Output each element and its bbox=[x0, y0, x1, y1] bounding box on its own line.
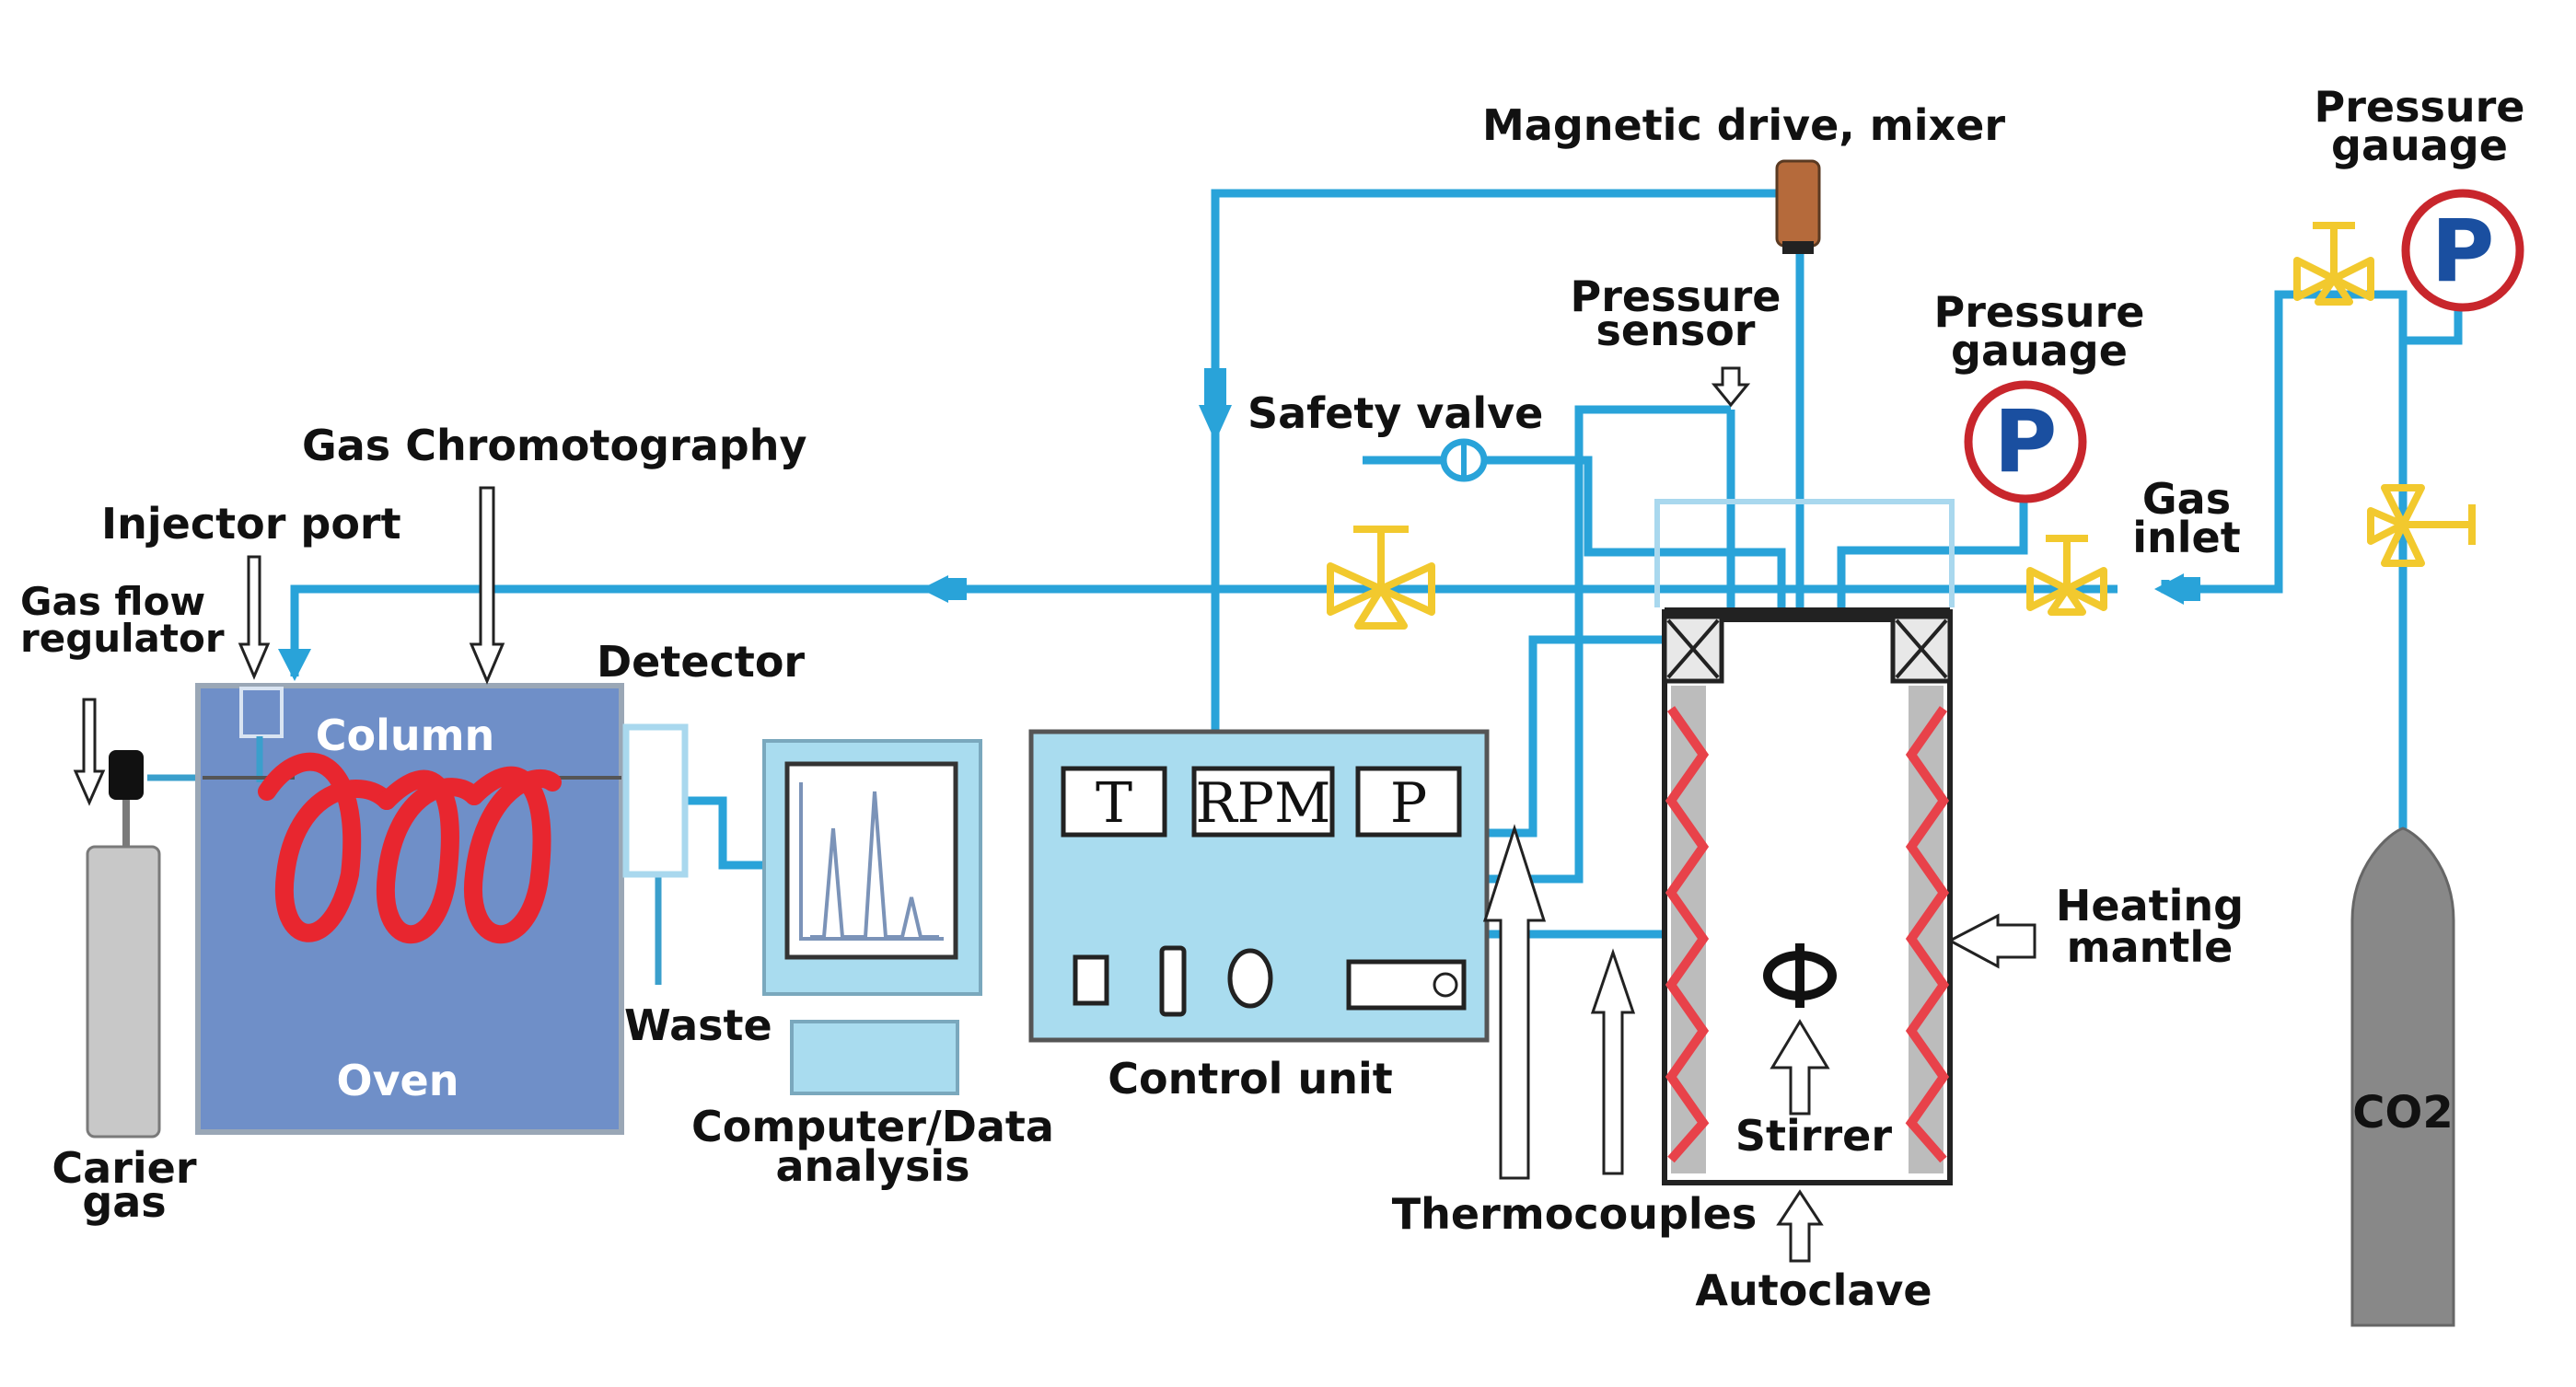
gas-flow-regulator-label-1: Gas flow bbox=[20, 579, 205, 624]
autoclave bbox=[1662, 607, 1953, 1185]
control-slot bbox=[1346, 959, 1467, 1011]
pressure-gauge-right-label-2: gauage bbox=[2331, 121, 2508, 170]
pipe-detector-computer bbox=[686, 796, 764, 870]
heating-mantle-label-1: Heating bbox=[2056, 881, 2244, 930]
safety-valve-label: Safety valve bbox=[1247, 388, 1543, 438]
computer-label-2: analysis bbox=[775, 1141, 969, 1191]
thermocouples-label: Thermocouples bbox=[1392, 1189, 1757, 1239]
valve-icon-co2 bbox=[2367, 484, 2476, 567]
pressure-gauge-icon-right: P bbox=[2401, 189, 2524, 312]
display-rpm bbox=[1191, 766, 1335, 838]
detector bbox=[622, 723, 689, 878]
stirrer-icon bbox=[1763, 943, 1837, 1008]
valve-icon-gas-inlet bbox=[2026, 535, 2107, 616]
column-coil-icon bbox=[258, 752, 562, 944]
heating-mantle-label-2: mantle bbox=[2067, 922, 2234, 972]
pipe-magnetic-drive-control bbox=[1211, 189, 1791, 732]
control-unit-label: Control unit bbox=[1108, 1054, 1392, 1104]
gauge-mid-symbol: P bbox=[1994, 392, 2058, 492]
pressure-gauge-right-label-1: Pressure bbox=[2315, 82, 2525, 132]
computer-label-1: Computer/Data bbox=[691, 1102, 1054, 1151]
display-t bbox=[1061, 766, 1167, 838]
display-p-label: P bbox=[1390, 771, 1427, 836]
pressure-gauge-mid-label-2: gauage bbox=[1951, 326, 2128, 376]
display-p bbox=[1355, 766, 1462, 838]
magnetic-drive bbox=[1775, 159, 1821, 254]
heating-mantle-right bbox=[1905, 686, 1950, 1173]
autoclave-bolt-left bbox=[1662, 614, 1724, 684]
computer bbox=[762, 739, 982, 1095]
pointer-arrows bbox=[73, 366, 2036, 1263]
carrier-gas-label-1: Carier bbox=[52, 1143, 196, 1193]
control-button-2 bbox=[1159, 945, 1187, 1017]
display-t-label: T bbox=[1096, 771, 1132, 836]
gas-inlet-label-2: inlet bbox=[2132, 513, 2240, 562]
gc-oven: Column Oven bbox=[195, 683, 624, 1135]
control-button-1 bbox=[1073, 954, 1109, 1006]
gauge-right-symbol: P bbox=[2431, 202, 2495, 302]
injector-port-label: Injector port bbox=[101, 499, 401, 549]
gas-cylinder-icon-carrier bbox=[86, 750, 161, 1138]
pressure-gauge-icon-mid: P bbox=[1964, 380, 2087, 503]
waste-label: Waste bbox=[624, 1000, 772, 1050]
flow-arrow-gc bbox=[921, 575, 948, 603]
flow-arrow-gc-inlet bbox=[278, 649, 311, 681]
display-rpm-label: RPM bbox=[1196, 771, 1331, 836]
control-unit: T RPM P bbox=[1028, 729, 1490, 1043]
stirrer-label: Stirrer bbox=[1735, 1111, 1892, 1161]
control-knob bbox=[1227, 948, 1273, 1009]
flow-arrow-control bbox=[1199, 405, 1232, 442]
pipe-safety-valve bbox=[1363, 456, 1786, 644]
pressure-sensor-label-2: sensor bbox=[1596, 306, 1756, 355]
safety-valve-icon bbox=[1440, 438, 1488, 482]
autoclave-lid bbox=[1665, 607, 1950, 622]
co2-label: CO2 bbox=[2352, 1087, 2453, 1138]
flow-arrow-gas-inlet bbox=[2154, 573, 2184, 605]
flow-arrow-gas-inlet-tail bbox=[2182, 577, 2200, 601]
gas-chromatography-label: Gas Chromotography bbox=[302, 421, 806, 470]
gas-inlet-label-1: Gas bbox=[2142, 474, 2231, 524]
magnetic-drive-label: Magnetic drive, mixer bbox=[1482, 100, 2005, 150]
pipe-co2-supply bbox=[2173, 290, 2408, 828]
flow-arrow-control-tail bbox=[1204, 368, 1226, 407]
pressure-sensor-label-1: Pressure bbox=[1571, 272, 1781, 321]
oven-label: Oven bbox=[336, 1056, 458, 1105]
autoclave-label: Autoclave bbox=[1695, 1266, 1932, 1315]
chromatogram-plot bbox=[799, 782, 944, 941]
valve-icon-main bbox=[1327, 526, 1435, 630]
pipe-gauge-mid bbox=[1837, 497, 2028, 663]
autoclave-bolt-right bbox=[1890, 614, 1953, 684]
gas-cylinder-icon-co2: CO2 bbox=[2350, 826, 2455, 1327]
detector-label: Detector bbox=[597, 637, 805, 687]
heating-mantle-left bbox=[1665, 686, 1710, 1173]
column-label: Column bbox=[316, 711, 495, 760]
valve-icon-top-right bbox=[2293, 222, 2374, 306]
autoclave-top-frame bbox=[1654, 499, 1955, 607]
flow-arrow-gc-tail bbox=[946, 578, 967, 600]
pressure-gauge-mid-label-1: Pressure bbox=[1934, 287, 2145, 337]
gas-flow-regulator-label-2: regulator bbox=[20, 616, 225, 661]
carrier-gas-label-2: gas bbox=[82, 1177, 166, 1227]
